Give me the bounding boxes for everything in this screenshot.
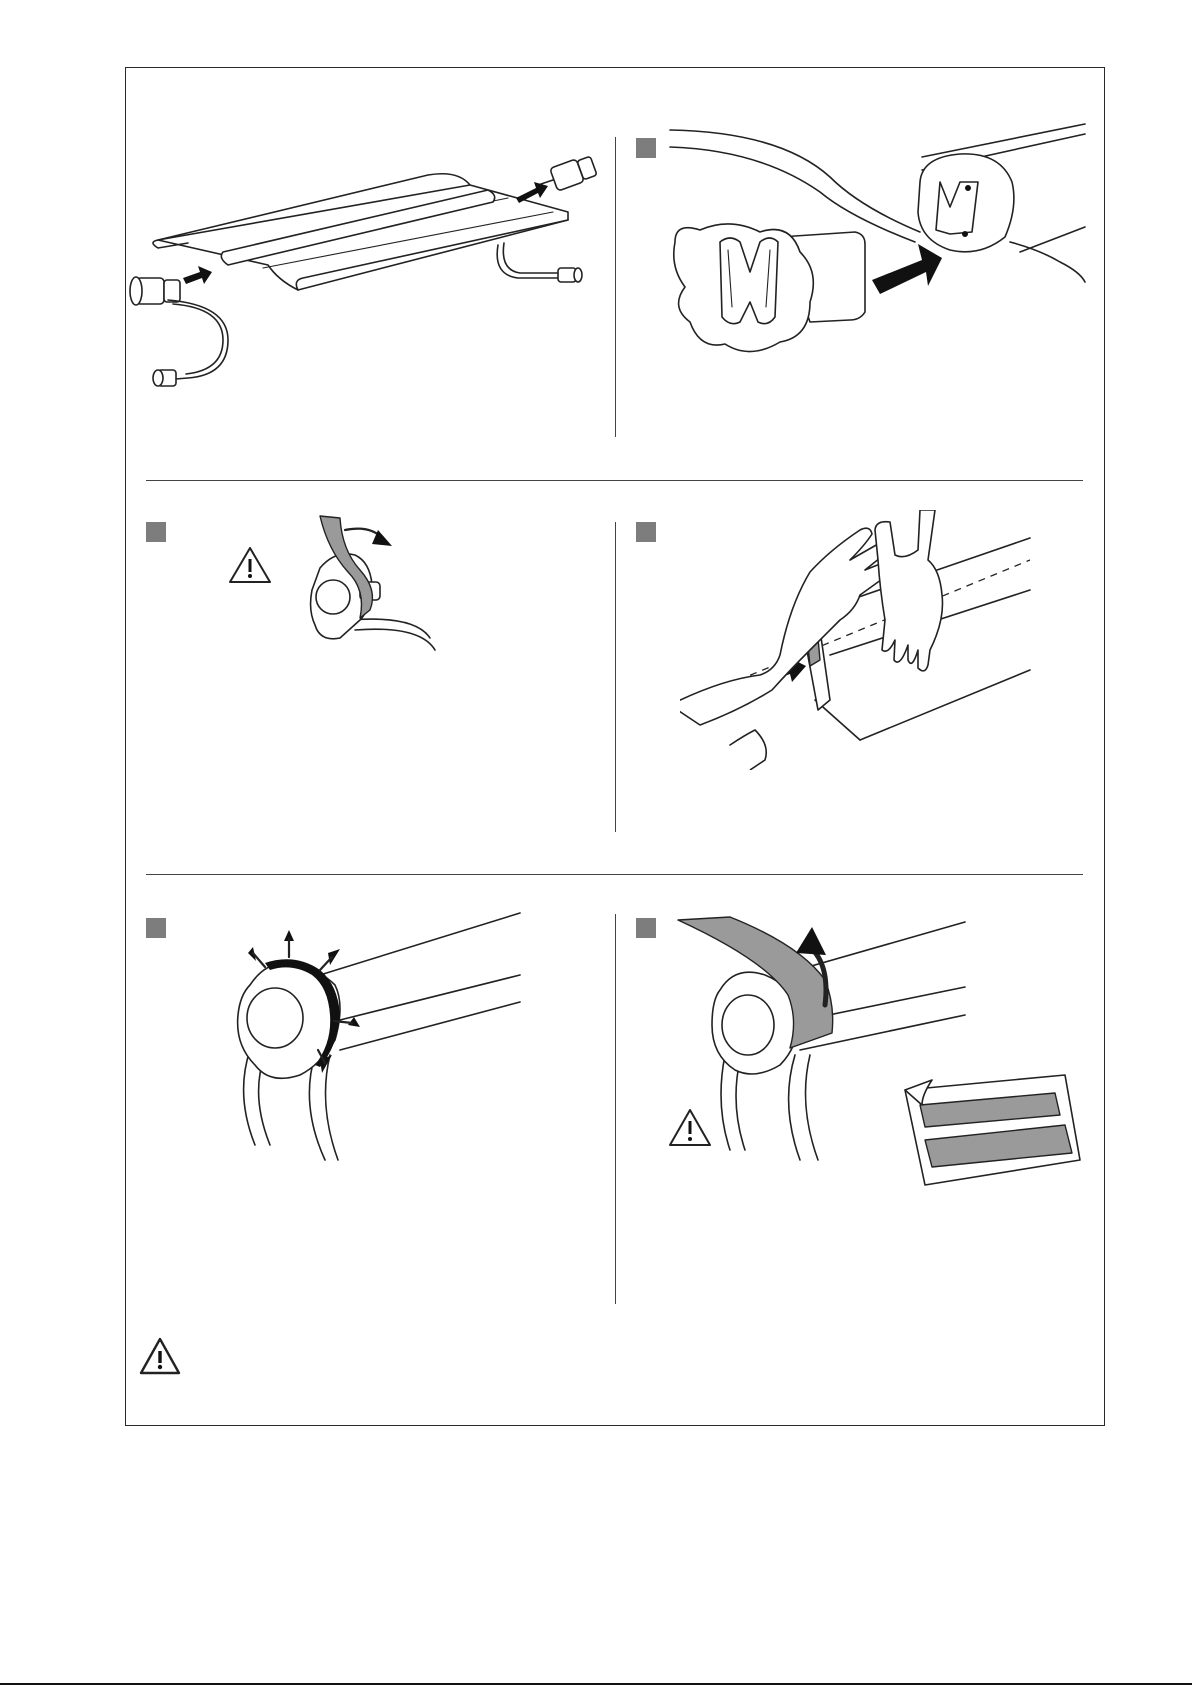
step-2-panel (660, 122, 1088, 382)
row-divider-1 (146, 480, 1083, 481)
adhesive-sheet-illustration (905, 1075, 1080, 1185)
step-1-panel (128, 130, 608, 420)
column-divider-1 (615, 137, 616, 437)
connector-insertion-illustration (128, 130, 608, 420)
adhesive-tape-wrap-illustration (660, 905, 1090, 1195)
column-divider-3 (615, 914, 616, 1304)
hands-clip-pressing-illustration (680, 510, 1080, 770)
step-4-panel (680, 510, 1080, 770)
row-divider-2 (146, 874, 1083, 875)
step-5-panel (220, 905, 540, 1175)
warning-triangle-icon (230, 548, 270, 582)
step-3-panel (220, 510, 460, 660)
mounting-clip-illustration (660, 122, 1088, 382)
footer-warning (138, 1336, 182, 1376)
step-6-marker (636, 918, 656, 938)
step-4-marker (636, 522, 656, 542)
step-6-panel (660, 905, 1090, 1195)
step-2-marker (636, 138, 656, 158)
end-cap-seal-illustration (220, 905, 540, 1175)
step-3-marker (146, 522, 166, 542)
end-cap-tape-illustration (220, 510, 460, 660)
warning-triangle-icon (138, 1336, 182, 1376)
column-divider-2 (615, 522, 616, 832)
warning-triangle-icon (670, 1110, 710, 1145)
step-5-marker (146, 918, 166, 938)
